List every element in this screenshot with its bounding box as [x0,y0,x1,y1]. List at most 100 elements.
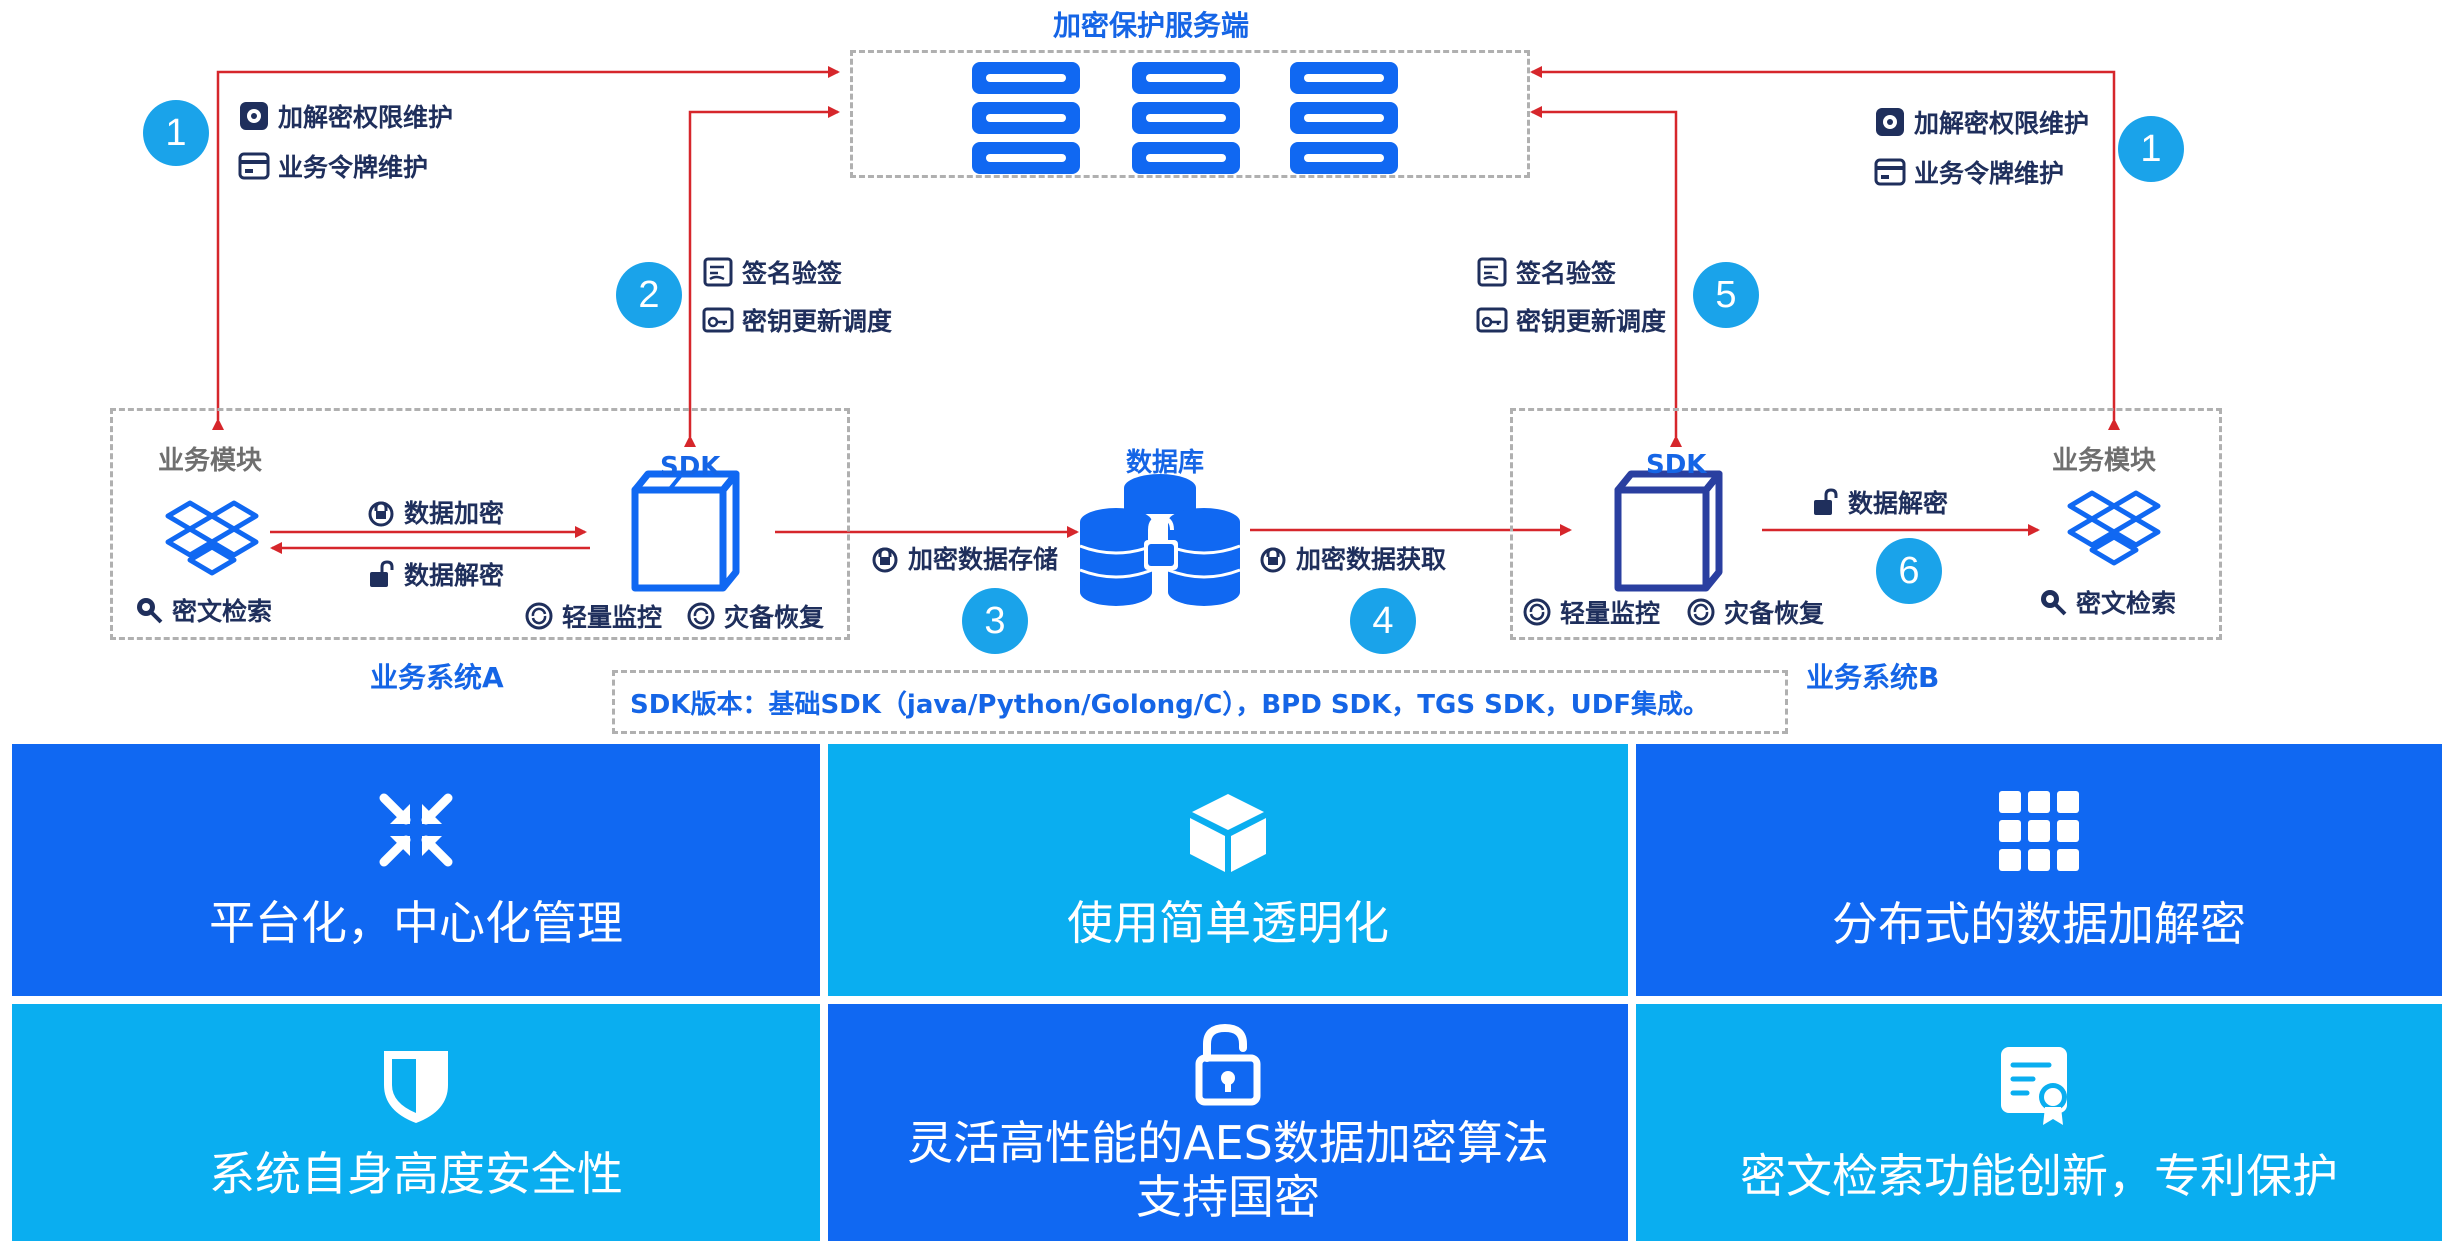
left-sign-list: 签名验签 密钥更新调度 [702,254,892,338]
module-b-icon [2067,490,2161,566]
database-title: 数据库 [1126,448,1205,478]
module-b-title: 业务模块 [2052,446,2157,476]
right-key-label: 密钥更新调度 [1516,307,1667,336]
module-a-title: 业务模块 [158,446,263,476]
right-sign-label: 签名验签 [1516,259,1617,288]
left-perm-label: 加解密权限维护 [278,103,454,132]
sdk-a-title: SDK [660,452,721,482]
a-encrypt-label: 数据加密 [404,499,505,528]
right-token-label: 业务令牌维护 [1914,159,2065,188]
a-decrypt-label: 数据解密 [404,561,505,590]
sdk-note-box [612,670,1788,734]
server-rack-icon [972,62,1398,174]
unlock-icon [370,560,394,587]
b-search-label: 密文检索 [2076,589,2177,618]
shield-icon [384,1050,448,1123]
feature-text-4: 系统自身高度安全性 [209,1146,623,1201]
sdk-b-cube-icon [1614,470,1723,592]
key-search-icon [137,598,163,624]
gear-chip-icon [240,102,268,130]
feature-panel-2: 使用简单透明化 [828,744,1628,996]
system-b-name: 业务系统B [1806,661,1940,694]
a-recover-group: 灾备恢复 [686,598,824,634]
step-2: 2 [616,262,682,328]
feature-panel-6: 密文检索功能创新，专利保护 [1636,1004,2442,1241]
b-recover-group: 灾备恢复 [1686,594,1824,630]
b-recover-label: 灾备恢复 [1724,599,1825,628]
right-admin-list: 加解密权限维护 业务令牌维护 [1874,104,2089,190]
gear-chip-icon [1876,108,1904,136]
unlock-icon [1814,488,1838,515]
feature-panel-1: 平台化，中心化管理 [12,744,820,996]
module-a-icon [165,500,259,576]
b-decrypt-label: 数据解密 [1848,489,1949,518]
store-label-group: 加密数据存储 [870,540,1058,576]
fetch-label: 加密数据获取 [1296,545,1447,574]
step-6: 6 [1876,538,1942,604]
a-monitor-group: 轻量监控 [524,598,662,634]
arrow-left-admin [212,66,840,430]
feature-text-5: 灵活高性能的AES数据加密算法 支持国密 [907,1115,1549,1224]
step-4: 4 [1350,588,1416,654]
lock-icon [368,501,394,527]
grid-icon [1999,791,2079,871]
sdk-a-cube-icon [631,470,740,592]
refresh-icon [687,602,715,630]
step-1-left: 1 [143,100,209,166]
lock-icon [872,547,898,573]
database-icon [1079,474,1241,606]
b-search-group: 密文检索 [2038,584,2176,620]
b-monitor-group: 轻量监控 [1522,594,1660,630]
feature-text-1: 平台化，中心化管理 [209,896,623,950]
certificate-icon [2001,1046,2067,1125]
lock-icon [1260,547,1286,573]
left-sign-label: 签名验签 [742,259,843,288]
fetch-label-group: 加密数据获取 [1258,540,1446,576]
refresh-icon [1687,598,1715,626]
server-title: 加密保护服务端 [1053,9,1250,42]
a-encrypt-label-group: 数据加密 [366,494,504,530]
feature-text-6: 密文检索功能创新，专利保护 [1740,1148,2338,1203]
key-card-icon [702,307,734,333]
feature-panel-5: 灵活高性能的AES数据加密算法 支持国密 [828,1004,1628,1241]
a-search-label: 密文检索 [172,597,273,626]
system-b-box [1510,408,2222,640]
sdk-note: SDK版本：基础SDK（java/Python/Golong/C），BPD SD… [630,690,1710,720]
refresh-icon [1523,598,1551,626]
feature-panel-3: 分布式的数据加解密 [1636,744,2442,996]
a-decrypt-label-group: 数据解密 [366,556,504,592]
feature-panel-4: 系统自身高度安全性 [12,1004,820,1241]
system-a-name: 业务系统A [370,661,504,694]
a-monitor-label: 轻量监控 [562,603,663,632]
right-perm-label: 加解密权限维护 [1914,109,2090,138]
left-token-label: 业务令牌维护 [278,153,429,182]
unlock-icon [1195,1023,1261,1105]
a-search-group: 密文检索 [134,592,272,628]
left-key-label: 密钥更新调度 [742,307,893,336]
feature-text-2: 使用简单透明化 [1067,896,1389,950]
signature-doc-icon [1477,257,1507,287]
key-search-icon [2041,590,2067,616]
left-admin-list: 加解密权限维护 业务令牌维护 [238,98,453,184]
server-box [850,50,1530,178]
right-sign-list: 签名验签 密钥更新调度 [1476,254,1666,338]
step-1-right: 1 [2118,116,2184,182]
compress-arrows-icon [379,793,453,867]
step-5: 5 [1693,262,1759,328]
feature-text-3: 分布式的数据加解密 [1832,897,2246,951]
arrow-right-admin [1530,66,2120,430]
diagram-canvas [165,62,2161,606]
refresh-icon [525,602,553,630]
store-label: 加密数据存储 [908,545,1059,574]
b-decrypt-label-group: 数据解密 [1810,484,1948,520]
signature-doc-icon [703,257,733,287]
cube-icon [1190,794,1266,872]
token-card-icon [238,152,270,180]
system-a-box [110,408,850,640]
arrow-left-sdk [684,106,840,447]
key-card-icon [1476,307,1508,333]
arrow-right-sdk [1530,106,1682,447]
a-recover-label: 灾备恢复 [724,603,825,632]
b-monitor-label: 轻量监控 [1560,599,1661,628]
token-card-icon [1874,158,1906,186]
